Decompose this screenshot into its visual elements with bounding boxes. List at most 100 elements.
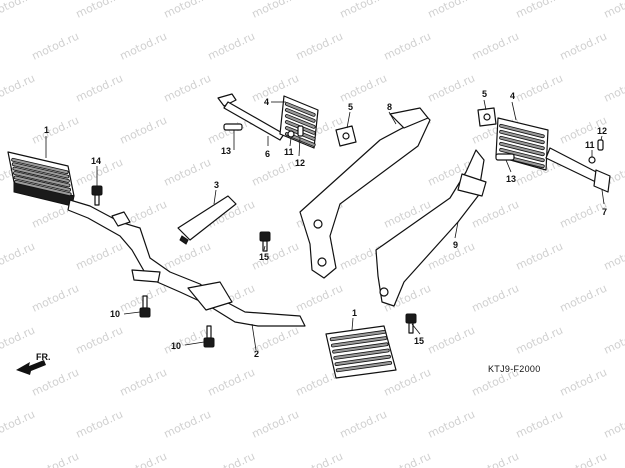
callout-4-right: 4 [510,91,515,101]
watermark-text: motod.ru [558,450,609,468]
watermark-text: motod.ru [426,0,477,21]
rubber-rib [335,361,393,373]
rubber-rib [284,102,316,117]
rubber-rib [13,171,71,188]
watermark-text: motod.ru [338,0,389,21]
rubber-rib [333,348,390,360]
callout-9: 9 [453,240,458,250]
direction-label: FR. [36,352,51,362]
callout-10-upper: 10 [110,309,120,319]
watermark-text: motod.ru [74,324,125,357]
watermark-text: motod.ru [294,30,345,63]
watermark-text: motod.ru [250,240,301,273]
watermark-text: motod.ru [250,408,301,441]
rubber-rib [499,135,545,151]
watermark-text: motod.ru [162,156,213,189]
bolt-15-right [405,313,417,334]
watermark-text: motod.ru [162,72,213,105]
watermark-text: motod.ru [514,408,565,441]
callout-10-lower: 10 [171,341,181,351]
callout-13-left: 13 [221,146,231,156]
callout-14: 14 [91,156,101,166]
arrow-left-icon [16,360,46,375]
callout-2: 2 [254,349,259,359]
rear-step-holder-right [375,149,487,307]
rubber-rib [330,336,388,348]
watermark-text: motod.ru [426,408,477,441]
watermark-text: motod.ru [602,324,625,357]
callout-4-left: 4 [264,97,269,107]
watermark-text: motod.ru [74,408,125,441]
rear-footpeg-right [495,117,611,193]
watermark-text: motod.ru [206,450,257,468]
watermark-text: motod.ru [74,240,125,273]
watermark-text: motod.ru [0,240,37,273]
watermark-text: motod.ru [250,156,301,189]
rubber-rib [11,162,70,179]
watermark-text: motod.ru [558,30,609,63]
watermark-text: motod.ru [514,324,565,357]
callout-15-left: 15 [259,252,269,262]
watermark-text: motod.ru [74,0,125,21]
watermark-text: motod.ru [602,72,625,105]
rubber-rib [334,354,391,366]
watermark-text: motod.ru [426,324,477,357]
bolt-10-lower [203,325,215,348]
watermark-text: motod.ru [514,0,565,21]
rear-step-holder-left [299,107,431,279]
callout-3: 3 [214,180,219,190]
rubber-rib [499,123,545,139]
watermark-text: motod.ru [294,282,345,315]
watermark-text: motod.ru [470,198,521,231]
watermark-text: motod.ru [162,240,213,273]
leader-lines [45,99,605,351]
front-footpeg-rubber-right [325,325,397,379]
watermark-text: motod.ru [338,72,389,105]
watermark-text: motod.ru [0,72,37,105]
watermark-text: motod.ru [162,408,213,441]
callout-15-right: 15 [414,336,424,346]
callout-12-left: 12 [295,158,305,168]
rubber-rib [499,147,545,163]
watermark-text: motod.ru [602,0,625,21]
bolt-15-left [259,231,271,252]
watermark-text: motod.ru [118,366,169,399]
watermark-text: motod.ru [0,0,37,21]
callout-7: 7 [602,207,607,217]
watermark-text: motod.ru [470,30,521,63]
watermark-text: motod.ru [0,408,37,441]
rubber-rib [332,342,389,354]
watermark-text: motod.ru [514,72,565,105]
rubber-rib [11,157,69,175]
rubber-rib [12,166,70,183]
watermark-text: motod.ru [30,282,81,315]
watermark-text: motod.ru [382,450,433,468]
watermark-text: motod.ru [470,450,521,468]
watermark-text: motod.ru [470,282,521,315]
rubber-rib [329,330,387,342]
callout-labels: 1 1 2 3 4 4 5 5 6 7 8 9 10 10 11 11 12 1… [44,89,607,359]
bolt-10-upper [139,295,151,318]
watermark-text: motod.ru [602,408,625,441]
watermark-text: motod.ru [30,366,81,399]
watermark-text: motod.ru [250,0,301,21]
watermark-text: motod.ru [602,240,625,273]
watermark-text: motod.ru [382,30,433,63]
watermark-text: motod.ru [74,72,125,105]
callout-1-left: 1 [44,125,49,135]
watermark-text: motod.ru [118,114,169,147]
front-direction-arrow: FR. [16,352,51,375]
collar-washer-left [335,125,357,147]
callout-12-right: 12 [597,126,607,136]
watermark-text: motod.ru [118,30,169,63]
callout-1-right: 1 [352,308,357,318]
watermark-text: motod.ru [162,0,213,21]
front-step-bar [67,199,306,327]
watermark-text: motod.ru [30,450,81,468]
step-bracket-plate [177,195,237,245]
watermark-text: motod.ru [118,450,169,468]
pin-right [588,139,604,164]
watermark-text: motod.ru [426,72,477,105]
bolt-14 [91,185,103,206]
